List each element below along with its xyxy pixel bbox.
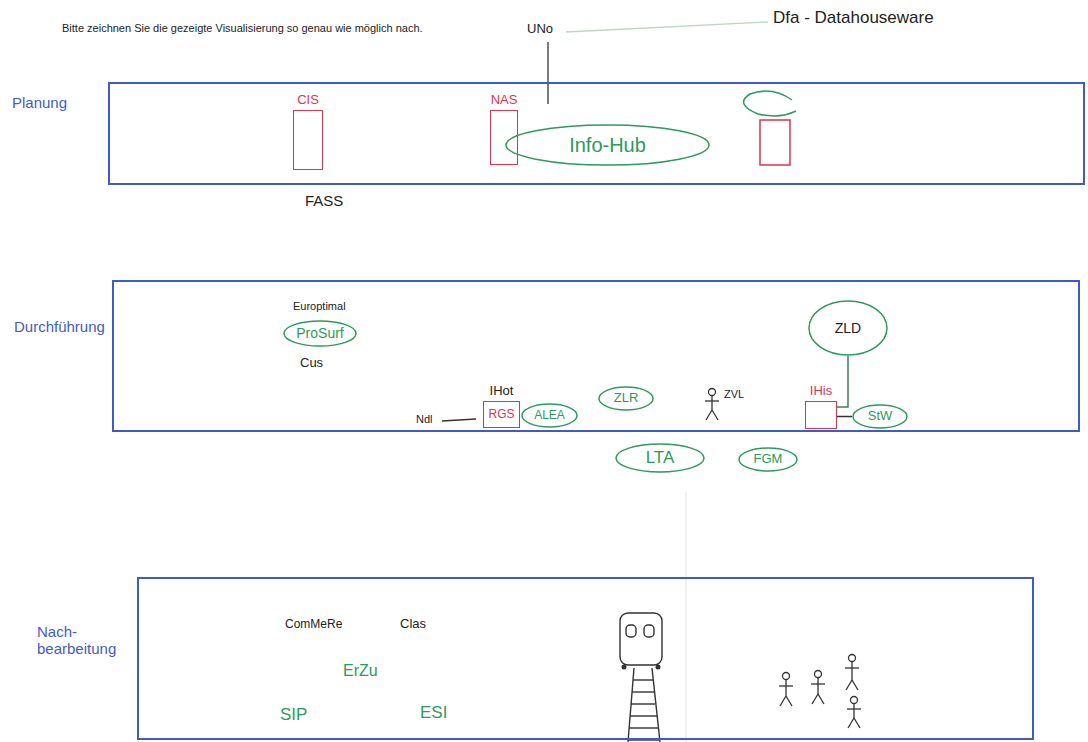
phase-heading: Planung bbox=[12, 94, 67, 111]
ellipse-shape bbox=[506, 125, 709, 165]
system-label: ESI bbox=[420, 703, 447, 723]
node-label: ALEA bbox=[534, 409, 565, 423]
system-ellipse: ZLR bbox=[598, 386, 654, 411]
stick-figure bbox=[705, 389, 719, 421]
system-ellipse: FGM bbox=[738, 447, 798, 472]
node-label: ZLR bbox=[614, 391, 639, 406]
system-ellipse: StW bbox=[852, 404, 908, 429]
system-label: Cus bbox=[300, 356, 323, 371]
fold-line bbox=[686, 492, 687, 742]
node-label: ProSurf bbox=[296, 325, 343, 341]
node-label: FGM bbox=[754, 452, 783, 467]
system-ellipse: Info-Hub bbox=[505, 124, 710, 166]
system-ellipse: LTA bbox=[615, 443, 705, 473]
stick-figure-group bbox=[779, 655, 861, 729]
phase-band: DurchführungProSurfZLDZLRIHotRGSALEAIHis… bbox=[112, 280, 1080, 432]
ellipse-shape bbox=[809, 301, 887, 355]
system-label: FASS bbox=[305, 192, 343, 209]
node-label: Info-Hub bbox=[569, 134, 646, 157]
system-label: SIP bbox=[280, 705, 307, 725]
phase-heading: Nach- bearbeitung bbox=[37, 623, 122, 658]
system-label: Europtimal bbox=[293, 300, 346, 313]
ellipse-shape bbox=[616, 444, 704, 472]
node-heading: IHis bbox=[810, 384, 832, 399]
leader-line bbox=[547, 42, 548, 104]
system-label: ErZu bbox=[343, 662, 378, 680]
phase-band: PlanungCISNASInfo-Hub bbox=[108, 82, 1085, 185]
system-ellipse: ZLD bbox=[808, 300, 888, 356]
ellipse-shape bbox=[853, 405, 907, 428]
phase-band: Nach- bearbeitung bbox=[137, 577, 1034, 740]
phase-heading: Durchführung bbox=[14, 318, 105, 335]
ellipse-shape bbox=[522, 404, 577, 427]
node-label: StW bbox=[868, 409, 893, 424]
ellipse-shape bbox=[284, 321, 356, 346]
ellipse-shape bbox=[599, 387, 653, 410]
connector-line bbox=[837, 416, 852, 418]
node-label: RGS bbox=[488, 408, 514, 422]
node-heading: IHot bbox=[490, 384, 514, 399]
connector-line bbox=[837, 356, 848, 407]
system-label: Dfa - Datahouseware bbox=[773, 8, 934, 28]
system-label: UNo bbox=[527, 22, 553, 37]
instruction-note: Bitte zeichnen Sie die gezeigte Visualis… bbox=[62, 22, 423, 35]
node-heading: CIS bbox=[297, 93, 319, 108]
ellipse-shape bbox=[739, 448, 797, 471]
system-box: IHotRGS bbox=[483, 401, 520, 428]
system-ellipse: ALEA bbox=[521, 403, 578, 428]
system-label: Clas bbox=[400, 617, 426, 632]
system-box: IHis bbox=[805, 401, 837, 429]
system-ellipse: ProSurf bbox=[283, 320, 357, 347]
train-drawing bbox=[620, 613, 662, 742]
node-label: LTA bbox=[646, 448, 675, 468]
node-label: ZLD bbox=[835, 320, 861, 336]
system-label: Ndl bbox=[416, 413, 433, 426]
node-heading: NAS bbox=[491, 93, 518, 108]
system-label: ComMeRe bbox=[285, 618, 342, 632]
actor-label: ZVL bbox=[724, 388, 744, 401]
system-box: CIS bbox=[293, 110, 323, 170]
dash-line bbox=[442, 419, 476, 421]
arc-mark bbox=[744, 91, 796, 116]
leader-line bbox=[566, 22, 768, 32]
empty-box bbox=[760, 120, 790, 165]
